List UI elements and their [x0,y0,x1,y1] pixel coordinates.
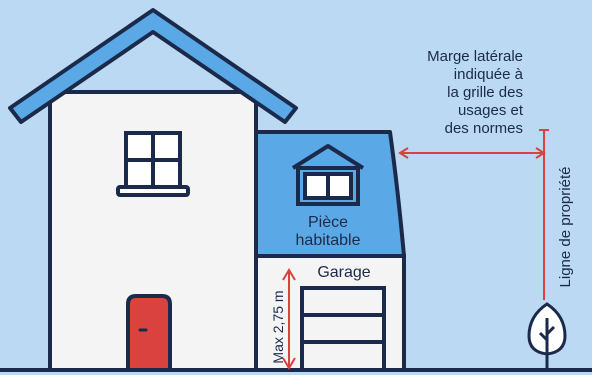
side-margin-measure [398,147,546,159]
living-room-label-line1: Pièce [308,214,348,231]
house-roof [8,8,298,124]
max-height-label: Max 2,75 m [270,290,286,363]
side-margin-line4: usages et [458,102,524,119]
extension: Pièce habitable Garage Max 2,75 m [254,130,406,372]
side-margin-label: Marge latérale indiquée à la grille des … [427,48,524,137]
dormer-window [291,144,365,206]
living-room-label-line2: habitable [296,232,361,249]
main-house [8,8,298,372]
garage-door [300,286,386,372]
upper-window [116,131,190,197]
side-margin-line5: des normes [445,120,523,137]
garage-label: Garage [317,264,370,281]
side-margin-line1: Marge latérale [427,48,523,65]
front-door [126,294,172,372]
tree-icon [527,302,567,370]
height-measure [282,268,296,370]
side-margin-line2: indiquée à [454,66,524,83]
property-line [539,129,549,300]
property-line-label: Ligne de propriété [557,167,574,288]
side-margin-line3: la grille des [447,84,523,101]
